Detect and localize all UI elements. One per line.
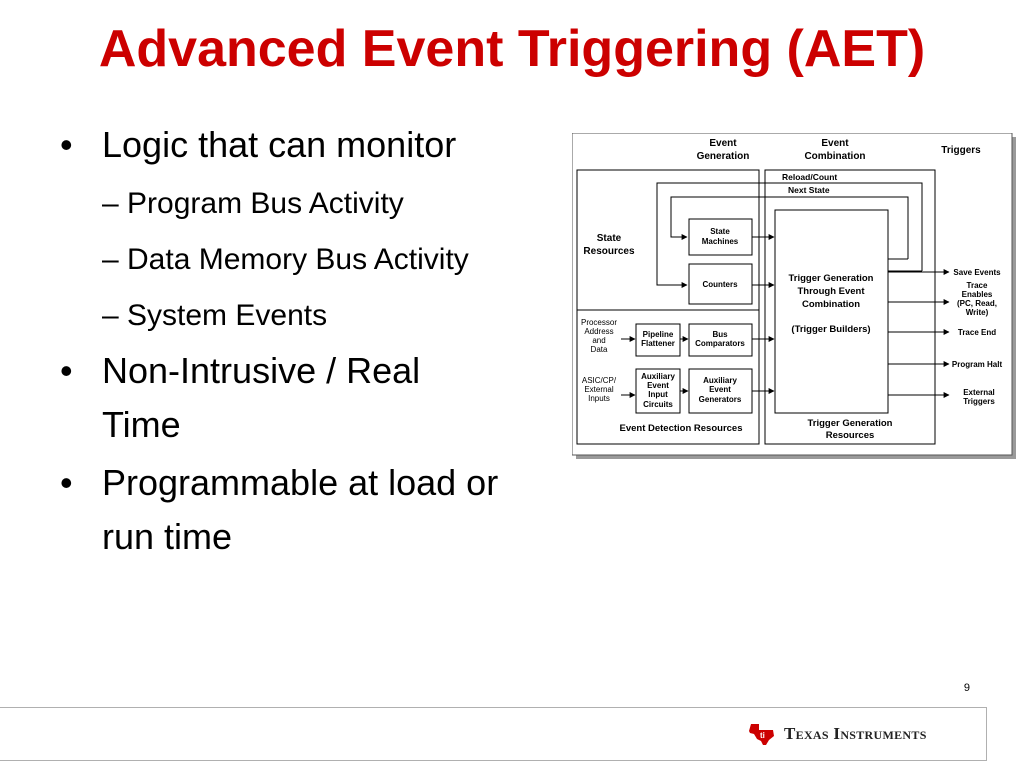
trigger-generation-label: Through Event — [797, 286, 865, 297]
aux-event-input-label: Input — [648, 390, 668, 399]
output-trace-enables: Enables — [962, 290, 993, 299]
bullet-list: • Logic that can monitor – Program Bus A… — [60, 118, 580, 568]
ti-logo: ti Texas Instruments — [748, 722, 927, 746]
sub-bullet: – Data Memory Bus Activity — [102, 243, 469, 276]
output-trace-enables: (PC, Read, — [957, 299, 997, 308]
bullet-dot: • — [60, 462, 73, 503]
bullet-dot: • — [60, 124, 73, 165]
header-event-combination: Event — [821, 138, 849, 149]
next-state-loop — [670, 196, 909, 259]
event-combination-panel — [764, 169, 936, 445]
trigger-generation-resources-label: Resources — [826, 430, 875, 441]
aux-event-generators-label: Generators — [699, 395, 742, 404]
state-resources-label: State — [597, 233, 622, 244]
aux-event-input-box — [635, 368, 681, 414]
trigger-generation-label: Trigger Generation — [789, 273, 874, 284]
reload-count-label: Reload/Count — [782, 172, 837, 182]
next-state-label: Next State — [788, 185, 830, 195]
aux-event-generators-box — [688, 368, 753, 414]
aux-event-input-label: Circuits — [643, 400, 673, 409]
trigger-builders-label: (Trigger Builders) — [791, 324, 870, 335]
processor-input-label: and — [592, 336, 605, 345]
bullet-text: Programmable at load or — [102, 462, 499, 503]
output-save-events: Save Events — [953, 268, 1001, 277]
page-number: 9 — [963, 682, 970, 694]
pipeline-flattener-label: Pipeline — [643, 330, 674, 339]
event-detection-panel — [576, 309, 760, 445]
aux-event-generators-label: Event — [709, 385, 731, 394]
sub-bullet: – Program Bus Activity — [102, 187, 404, 220]
aux-event-input-label: Event — [647, 381, 669, 390]
bullet-item: • Logic that can monitor — [60, 118, 580, 172]
aux-event-input-label: Auxiliary — [641, 372, 675, 381]
processor-input-label: Address — [584, 327, 613, 336]
bullet-item: • Programmable at load or run time — [60, 456, 580, 564]
pipeline-flattener-label: Flattener — [641, 339, 675, 348]
output-program-halt: Program Halt — [952, 360, 1003, 369]
svg-text:ti: ti — [760, 731, 765, 740]
event-detection-label: Event Detection Resources — [619, 423, 742, 434]
ti-logo-text: Texas Instruments — [784, 724, 927, 743]
bullet-text: run time — [102, 516, 233, 557]
counters-box — [688, 263, 753, 305]
header-event-generation: Generation — [697, 151, 750, 162]
state-machines-label: Machines — [702, 237, 739, 246]
processor-input-label: Processor — [581, 318, 617, 327]
asic-input-label: Inputs — [588, 394, 610, 403]
output-trace-enables: Write) — [966, 308, 989, 317]
header-triggers: Triggers — [941, 145, 981, 156]
reload-count-loop — [656, 182, 923, 288]
aet-block-diagram: Event Generation Event Combination Trigg… — [571, 132, 1018, 466]
counters-label: Counters — [702, 280, 738, 289]
output-external-triggers: Triggers — [963, 397, 995, 406]
bus-comparators-label: Bus — [712, 330, 728, 339]
output-trace-end: Trace End — [958, 328, 996, 337]
bus-comparators-box — [688, 323, 753, 357]
slide-title: Advanced Event Triggering (AET) — [98, 20, 926, 78]
trigger-generation-box — [774, 209, 889, 414]
bullet-text: Logic that can monitor — [102, 124, 457, 165]
trigger-generation-resources-label: Trigger Generation — [808, 418, 893, 429]
aux-event-generators-label: Auxiliary — [703, 376, 737, 385]
processor-input-label: Data — [591, 345, 608, 354]
texas-state-icon: ti — [749, 724, 774, 745]
bullet-text: Time — [102, 404, 181, 445]
pipeline-flattener-box — [635, 323, 681, 357]
trigger-generation-label: Combination — [802, 299, 860, 310]
bullet-dot: • — [60, 350, 73, 391]
footer-bar — [0, 707, 987, 761]
state-machines-box — [688, 218, 753, 256]
sub-bullet: – System Events — [102, 299, 328, 332]
state-machines-label: State — [710, 227, 730, 236]
header-event-generation: Event — [709, 138, 737, 149]
state-resources-label: Resources — [583, 246, 635, 257]
output-external-triggers: External — [963, 388, 995, 397]
output-trace-enables: Trace — [967, 281, 988, 290]
asic-input-label: ASIC/CP/ — [582, 376, 617, 385]
asic-input-label: External — [584, 385, 614, 394]
bus-comparators-label: Comparators — [695, 339, 745, 348]
header-event-combination: Combination — [804, 151, 865, 162]
bullet-item: • Non-Intrusive / Real Time — [60, 344, 580, 452]
bullet-text: Non-Intrusive / Real — [102, 350, 421, 391]
